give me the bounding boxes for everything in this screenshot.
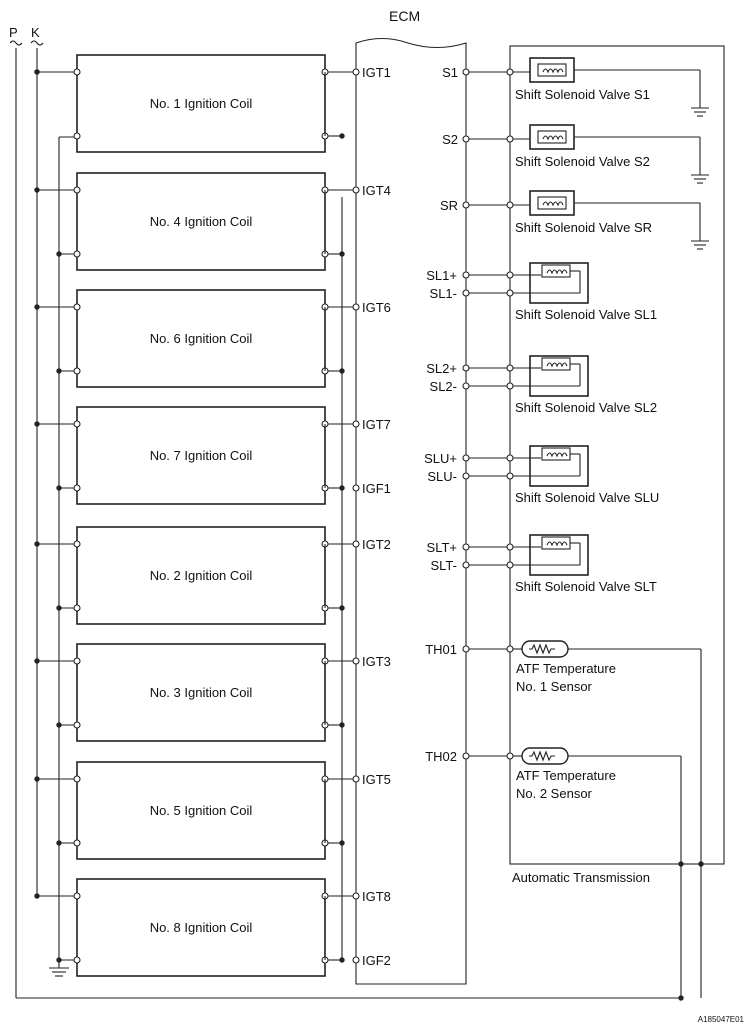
ecm-block: ECM: [341, 8, 467, 985]
coil-box: [76, 526, 326, 625]
ecm-pin-label: SL2-: [430, 379, 457, 394]
ignition-coil: No. 6 Ignition Coil: [34, 289, 356, 388]
ecm-pin-label: IGT6: [362, 300, 391, 315]
shift-solenoid-valve: SLT+ SLT- Shift Solenoid Valve SLT: [427, 534, 657, 594]
coil-label: No. 3 Ignition Coil: [150, 685, 253, 700]
ignition-coil: No. 2 Ignition Coil: [34, 526, 356, 625]
ignition-coil: No. 5 Ignition Coil: [34, 761, 356, 860]
ignition-coil: No. 8 Ignition Coil: [34, 878, 356, 977]
sensor-label-line2: No. 2 Sensor: [516, 786, 593, 801]
shift-solenoid-valve: SLU+ SLU- Shift Solenoid Valve SLU: [424, 445, 659, 505]
ignition-coil: No. 7 Ignition Coil: [34, 406, 356, 505]
ecm-pin-label: TH01: [425, 642, 457, 657]
rail-k-label: K: [31, 25, 40, 40]
ground-icon: [691, 174, 709, 184]
ecm-pin-label: SLT+: [427, 540, 457, 555]
coil-box: [76, 878, 326, 977]
shift-solenoid-valve: SL2+ SL2- Shift Solenoid Valve SL2: [426, 355, 657, 415]
ecm-pin-label: IGT7: [362, 417, 391, 432]
rail-p-break-icon: [9, 40, 23, 46]
coil-label: No. 4 Ignition Coil: [150, 214, 253, 229]
ecm-pin-label: SLU-: [427, 469, 457, 484]
ground-icon: [691, 107, 709, 117]
ignition-coil: No. 1 Ignition Coil: [34, 54, 356, 153]
ecm-pin-label: IGF2: [362, 953, 391, 968]
ecm-title: ECM: [389, 8, 420, 24]
ecm-pin-label: S1: [442, 65, 458, 80]
coil-ground-bus: [49, 136, 77, 977]
coil-label: No. 2 Ignition Coil: [150, 568, 253, 583]
coil-box: [76, 172, 326, 271]
sensor-label-line1: ATF Temperature: [516, 768, 616, 783]
valve-label: Shift Solenoid Valve SLT: [515, 579, 657, 594]
coil-label: No. 7 Ignition Coil: [150, 448, 253, 463]
coil-label: No. 8 Ignition Coil: [150, 920, 253, 935]
coil-label: No. 5 Ignition Coil: [150, 803, 253, 818]
rail-k-break-icon: [30, 40, 44, 46]
valve-label: Shift Solenoid Valve S2: [515, 154, 650, 169]
transmission-block: Automatic Transmission: [509, 45, 725, 998]
ecm-pin-label: SL1-: [430, 286, 457, 301]
valve-label: Shift Solenoid Valve SL2: [515, 400, 657, 415]
shift-solenoid-valve: SL1+ SL1- Shift Solenoid Valve SL1: [426, 262, 657, 322]
coil-box: [76, 289, 326, 388]
valve-label: Shift Solenoid Valve SR: [515, 220, 652, 235]
ecm-pin-label: IGT3: [362, 654, 391, 669]
coil-label: No. 6 Ignition Coil: [150, 331, 253, 346]
valve-label: Shift Solenoid Valve SL1: [515, 307, 657, 322]
ecm-pin-label: IGT8: [362, 889, 391, 904]
shift-solenoid-valve: SR Shift Solenoid Valve SR: [440, 190, 709, 250]
ignition-coil: No. 3 Ignition Coil: [34, 643, 356, 742]
coil-label: No. 1 Ignition Coil: [150, 96, 253, 111]
ecm-pin-label: S2: [442, 132, 458, 147]
ecm-pin-label: SLU+: [424, 451, 457, 466]
ecm-pin-label: SLT-: [431, 558, 458, 573]
ecm-pin-label: IGT4: [362, 183, 391, 198]
valve-label: Shift Solenoid Valve SLU: [515, 490, 659, 505]
ecm-pin-label: SR: [440, 198, 458, 213]
valve-label: Shift Solenoid Valve S1: [515, 87, 650, 102]
coil-box: [76, 761, 326, 860]
coil-box: [76, 54, 326, 153]
ecm-pin-label: TH02: [425, 749, 457, 764]
coil-box: [76, 406, 326, 505]
ground-icon: [691, 240, 709, 250]
sensor-label-line2: No. 1 Sensor: [516, 679, 593, 694]
ecm-pin-label: IGT1: [362, 65, 391, 80]
coil-box: [76, 643, 326, 742]
rail-p-label: P: [9, 25, 18, 40]
sensor-label-line1: ATF Temperature: [516, 661, 616, 676]
ecm-pin-label: IGF1: [362, 481, 391, 496]
ecm-pin-label: SL1+: [426, 268, 457, 283]
ecm-pin-label: IGT2: [362, 537, 391, 552]
figure-code: A185047E01: [698, 1015, 745, 1024]
ecm-pin-label: SL2+: [426, 361, 457, 376]
transmission-label: Automatic Transmission: [512, 870, 650, 885]
ecm-pin-label: IGT5: [362, 772, 391, 787]
ignition-coil: No. 4 Ignition Coil: [34, 172, 356, 271]
